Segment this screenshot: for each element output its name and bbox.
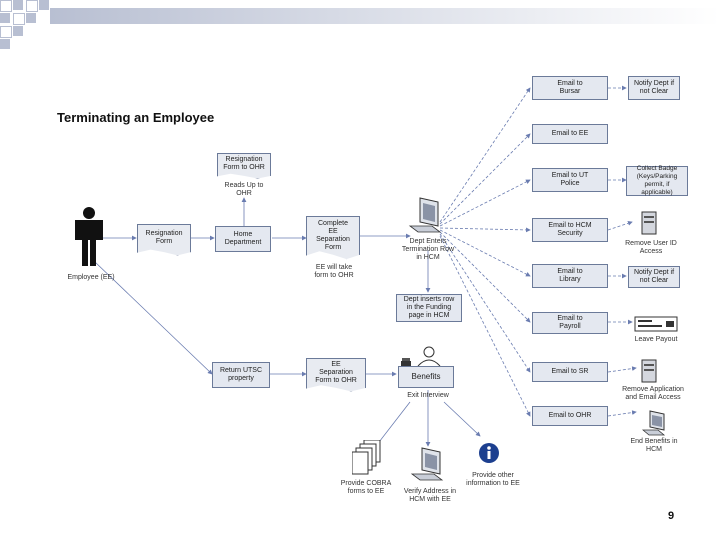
page-number: 9	[668, 510, 675, 522]
end-benefits-label: End Benefits in HCM	[630, 438, 678, 453]
employee-label: Employee (EE)	[67, 274, 115, 281]
email-ut-police-box: Email to UT Police	[532, 168, 608, 192]
header-band	[50, 8, 720, 24]
email-library-box: Email to Library	[532, 264, 608, 288]
notify-dept-box-2: Notify Dept if not Clear	[628, 266, 680, 288]
verify-address-label: Verify Address in HCM with EE	[403, 488, 457, 503]
ee-will-take-label: EE will take form to OHR	[314, 264, 354, 279]
resignation-form-doc: Resignation Form	[137, 224, 191, 256]
complete-separation-doc: Complete EE Separation Form	[306, 216, 360, 260]
remove-application-label: Remove Application and Email Access	[622, 386, 684, 401]
dept-enters-label: Dept Enters Termination Row in HCM	[401, 238, 455, 261]
reads-up-label: Reads Up to OHR	[224, 182, 264, 197]
resignation-ohr-doc: Resignation Form to OHR	[217, 153, 271, 179]
email-ee-box: Email to EE	[532, 124, 608, 144]
cobra-documents-icon	[352, 440, 381, 475]
corner-decoration	[0, 0, 60, 49]
provide-cobra-label: Provide COBRA forms to EE	[340, 480, 392, 495]
provide-info-label: Provide other information to EE	[466, 472, 520, 487]
return-utsc-box: Return UTSC property	[212, 362, 270, 388]
server-icon-2	[641, 359, 657, 383]
home-department-box: Home Department	[215, 226, 271, 252]
benefits-person-icon	[417, 346, 441, 366]
dept-funding-box: Dept inserts row in the Funding page in …	[396, 294, 462, 322]
page-title: Terminating an Employee	[57, 110, 215, 125]
benefits-box: Benefits	[398, 366, 454, 388]
employee-person-icon	[75, 207, 103, 266]
computer-icon	[408, 197, 442, 233]
server-icon	[641, 211, 657, 235]
email-bursar-box: Email to Bursar	[532, 76, 608, 100]
email-sr-box: Email to SR	[532, 362, 608, 382]
computer-icon-3	[642, 410, 666, 436]
phone-icon	[401, 358, 411, 367]
notify-dept-box-1: Notify Dept if not Clear	[628, 76, 680, 100]
info-icon	[479, 443, 499, 463]
computer-icon-2	[410, 447, 444, 481]
email-hcm-security-box: Email to HCM Security	[532, 218, 608, 242]
email-payroll-box: Email to Payroll	[532, 312, 608, 334]
collect-badge-box: Collect Badge (Keys/Parking permit, if a…	[626, 165, 688, 196]
check-icon	[634, 316, 678, 332]
exit-interview-label: Exit Interview	[407, 392, 449, 399]
remove-user-id-label: Remove User ID Access	[625, 240, 677, 255]
separation-to-ohr-doc: EE Separation Form to OHR	[306, 358, 366, 392]
leave-payout-label: Leave Payout	[634, 336, 678, 343]
email-ohr-box: Email to OHR	[532, 406, 608, 426]
